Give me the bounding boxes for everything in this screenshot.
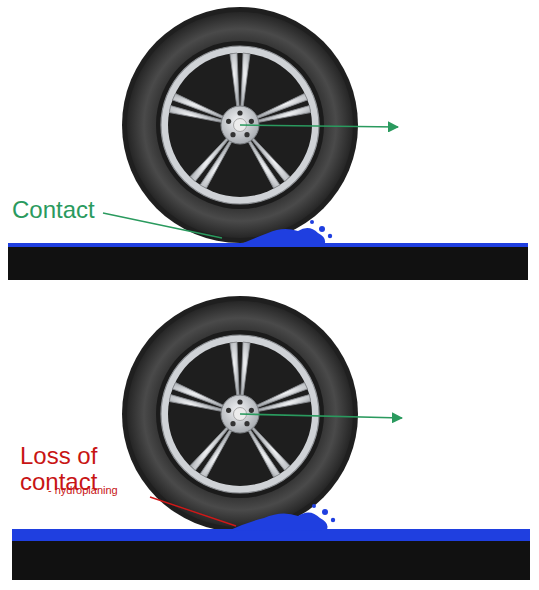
- motion-arrow: [240, 125, 398, 127]
- leader-line: [150, 497, 236, 526]
- road-surface: [12, 540, 530, 580]
- water-splash: [236, 228, 325, 246]
- water-layer: [12, 529, 530, 541]
- road-surface: [8, 246, 528, 280]
- motion-arrow: [240, 414, 402, 418]
- callout-label: - hydroplaning: [48, 484, 168, 496]
- water-splash: [230, 512, 328, 531]
- leader-line: [103, 213, 222, 238]
- callout-label: Contact: [12, 197, 152, 223]
